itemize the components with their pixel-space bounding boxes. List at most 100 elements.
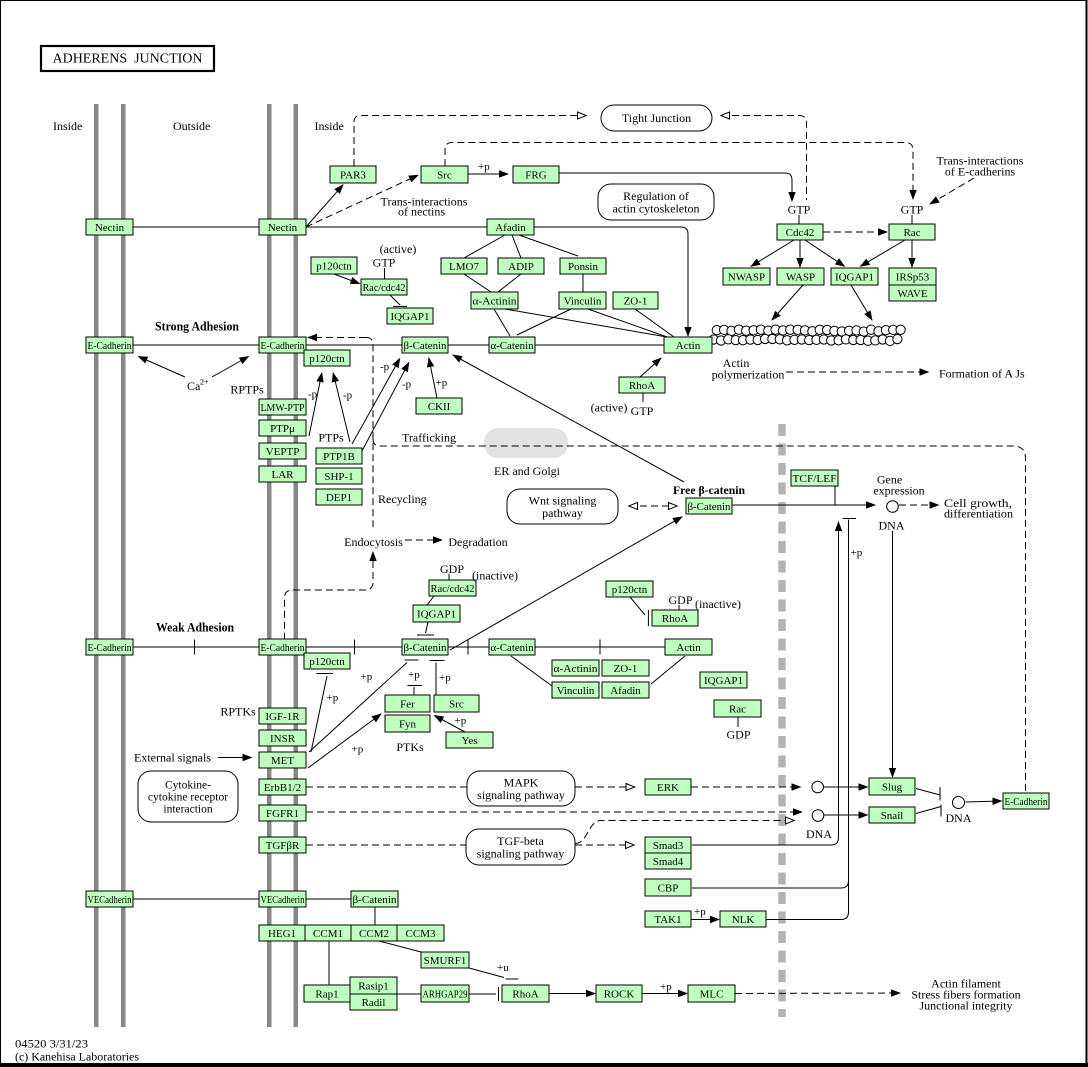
svg-text:E-Cadherin: E-Cadherin — [1005, 796, 1048, 808]
svg-text:INSR: INSR — [270, 733, 296, 745]
svg-text:Stress fibers formation: Stress fibers formation — [911, 988, 1020, 1002]
svg-text:GDP: GDP — [726, 728, 750, 742]
svg-text:Afadin: Afadin — [610, 685, 641, 697]
svg-text:ERK: ERK — [657, 782, 679, 794]
svg-text:β-Catenin: β-Catenin — [688, 501, 731, 513]
svg-text:GDP: GDP — [668, 593, 692, 607]
svg-text:IQGAP1: IQGAP1 — [417, 608, 456, 620]
svg-text:FRG: FRG — [525, 169, 546, 181]
svg-text:E-Cadherin: E-Cadherin — [88, 340, 132, 352]
svg-text:Ponsin: Ponsin — [568, 261, 598, 273]
svg-text:PTKs: PTKs — [396, 740, 424, 754]
svg-text:+p: +p — [436, 377, 448, 389]
svg-text:Yes: Yes — [461, 735, 477, 747]
svg-text:Outside: Outside — [173, 119, 210, 133]
svg-text:+p: +p — [660, 981, 672, 993]
svg-text:PAR3: PAR3 — [340, 169, 366, 181]
svg-text:IGF-1R: IGF-1R — [265, 711, 300, 723]
svg-text:+p: +p — [439, 672, 451, 684]
svg-text:Src: Src — [437, 169, 452, 181]
svg-text:of E-cadherins: of E-cadherins — [945, 165, 1016, 179]
svg-text:(active): (active) — [591, 401, 628, 415]
svg-text:IQGAP1: IQGAP1 — [835, 271, 874, 283]
svg-text:+p: +p — [455, 715, 467, 727]
svg-text:Trans-interactions: Trans-interactions — [937, 154, 1024, 168]
svg-text:Trafficking: Trafficking — [402, 431, 456, 445]
svg-text:2+: 2+ — [200, 378, 209, 387]
svg-text:expression: expression — [873, 484, 924, 498]
svg-text:Actin: Actin — [676, 340, 701, 352]
svg-text:RhoA: RhoA — [629, 380, 655, 392]
svg-text:β-Catenin: β-Catenin — [404, 340, 447, 352]
svg-text:Actin: Actin — [676, 642, 701, 654]
svg-text:External signals: External signals — [134, 751, 211, 765]
svg-text:pathway: pathway — [542, 506, 583, 520]
svg-text:Degradation: Degradation — [448, 535, 507, 549]
svg-text:Afadin: Afadin — [495, 222, 526, 234]
svg-text:Vinculin: Vinculin — [557, 685, 595, 697]
svg-text:Actin filament: Actin filament — [931, 977, 1001, 991]
svg-text:Rac: Rac — [903, 227, 920, 239]
svg-text:+p: +p — [327, 692, 339, 704]
svg-text:FGFR1: FGFR1 — [266, 808, 299, 820]
svg-text:β-Catenin: β-Catenin — [404, 642, 447, 654]
svg-text:Vinculin: Vinculin — [564, 295, 602, 307]
svg-text:-p: -p — [308, 389, 318, 401]
svg-text:ADHERENS JUNCTION: ADHERENS JUNCTION — [53, 51, 203, 66]
svg-text:Slug: Slug — [882, 781, 903, 793]
svg-text:Rac: Rac — [729, 703, 746, 715]
svg-text:04520 3/31/23: 04520 3/31/23 — [15, 1037, 88, 1051]
svg-text:Snail: Snail — [881, 810, 904, 822]
svg-text:RhoA: RhoA — [662, 613, 688, 625]
svg-text:VECadherin: VECadherin — [261, 894, 305, 906]
svg-text:α-Catenin: α-Catenin — [491, 642, 534, 654]
svg-text:+u: +u — [497, 962, 509, 974]
svg-text:+p: +p — [352, 744, 364, 756]
svg-text:NWASP: NWASP — [728, 271, 765, 283]
svg-text:DEP1: DEP1 — [326, 492, 352, 504]
svg-text:Junctional integrity: Junctional integrity — [920, 999, 1013, 1013]
svg-text:Regulation of: Regulation of — [623, 189, 689, 203]
svg-text:-p: -p — [380, 361, 390, 373]
svg-text:CBP: CBP — [658, 882, 679, 894]
svg-text:LMO7: LMO7 — [449, 261, 479, 273]
svg-text:Free β-catenin: Free β-catenin — [673, 483, 745, 497]
svg-text:MAPK: MAPK — [504, 775, 539, 789]
svg-text:Endocytosis: Endocytosis — [344, 535, 403, 549]
svg-text:α-Actinin: α-Actinin — [473, 295, 518, 307]
svg-text:CCM2: CCM2 — [359, 928, 389, 940]
svg-text:WAVE: WAVE — [897, 288, 928, 300]
svg-text:ER and Golgi: ER and Golgi — [494, 464, 561, 478]
svg-text:α-Actinin: α-Actinin — [554, 663, 599, 675]
svg-text:p120ctn: p120ctn — [309, 656, 345, 668]
svg-text:ADIP: ADIP — [508, 261, 534, 273]
svg-text:Smad3: Smad3 — [653, 840, 684, 852]
svg-text:actin cytoskeleton: actin cytoskeleton — [613, 201, 700, 215]
svg-text:of nectins: of nectins — [398, 205, 445, 219]
svg-text:ErbB1/2: ErbB1/2 — [264, 782, 301, 794]
svg-text:interaction: interaction — [163, 804, 212, 816]
svg-text:+p: +p — [851, 547, 863, 559]
svg-text:SHP-1: SHP-1 — [324, 471, 353, 483]
svg-text:Rac/cdc42: Rac/cdc42 — [363, 282, 406, 294]
svg-text:E-Cadherin: E-Cadherin — [261, 642, 305, 654]
svg-text:VECadherin: VECadherin — [88, 894, 132, 906]
svg-text:TAK1: TAK1 — [654, 914, 681, 926]
svg-text:-p: -p — [402, 379, 412, 391]
svg-text:β-Catenin: β-Catenin — [353, 894, 397, 906]
svg-text:PTPs: PTPs — [318, 431, 344, 445]
svg-text:Src: Src — [449, 698, 464, 710]
svg-text:SMURF1: SMURF1 — [424, 955, 467, 967]
svg-text:IRSp53: IRSp53 — [896, 271, 930, 283]
svg-text:Formation of A Js: Formation of A Js — [939, 367, 1025, 381]
svg-text:CCM1: CCM1 — [313, 928, 343, 940]
svg-text:LAR: LAR — [272, 469, 295, 481]
svg-text:Rap1: Rap1 — [315, 988, 338, 1000]
svg-text:ZO-1: ZO-1 — [624, 295, 648, 307]
svg-text:DNA: DNA — [806, 827, 832, 841]
svg-text:TGF-beta: TGF-beta — [497, 834, 544, 848]
svg-text:Fyn: Fyn — [399, 718, 417, 730]
svg-text:+p: +p — [478, 161, 490, 173]
svg-text:E-Cadherin: E-Cadherin — [88, 642, 132, 654]
svg-text:RhoA: RhoA — [512, 988, 538, 1000]
